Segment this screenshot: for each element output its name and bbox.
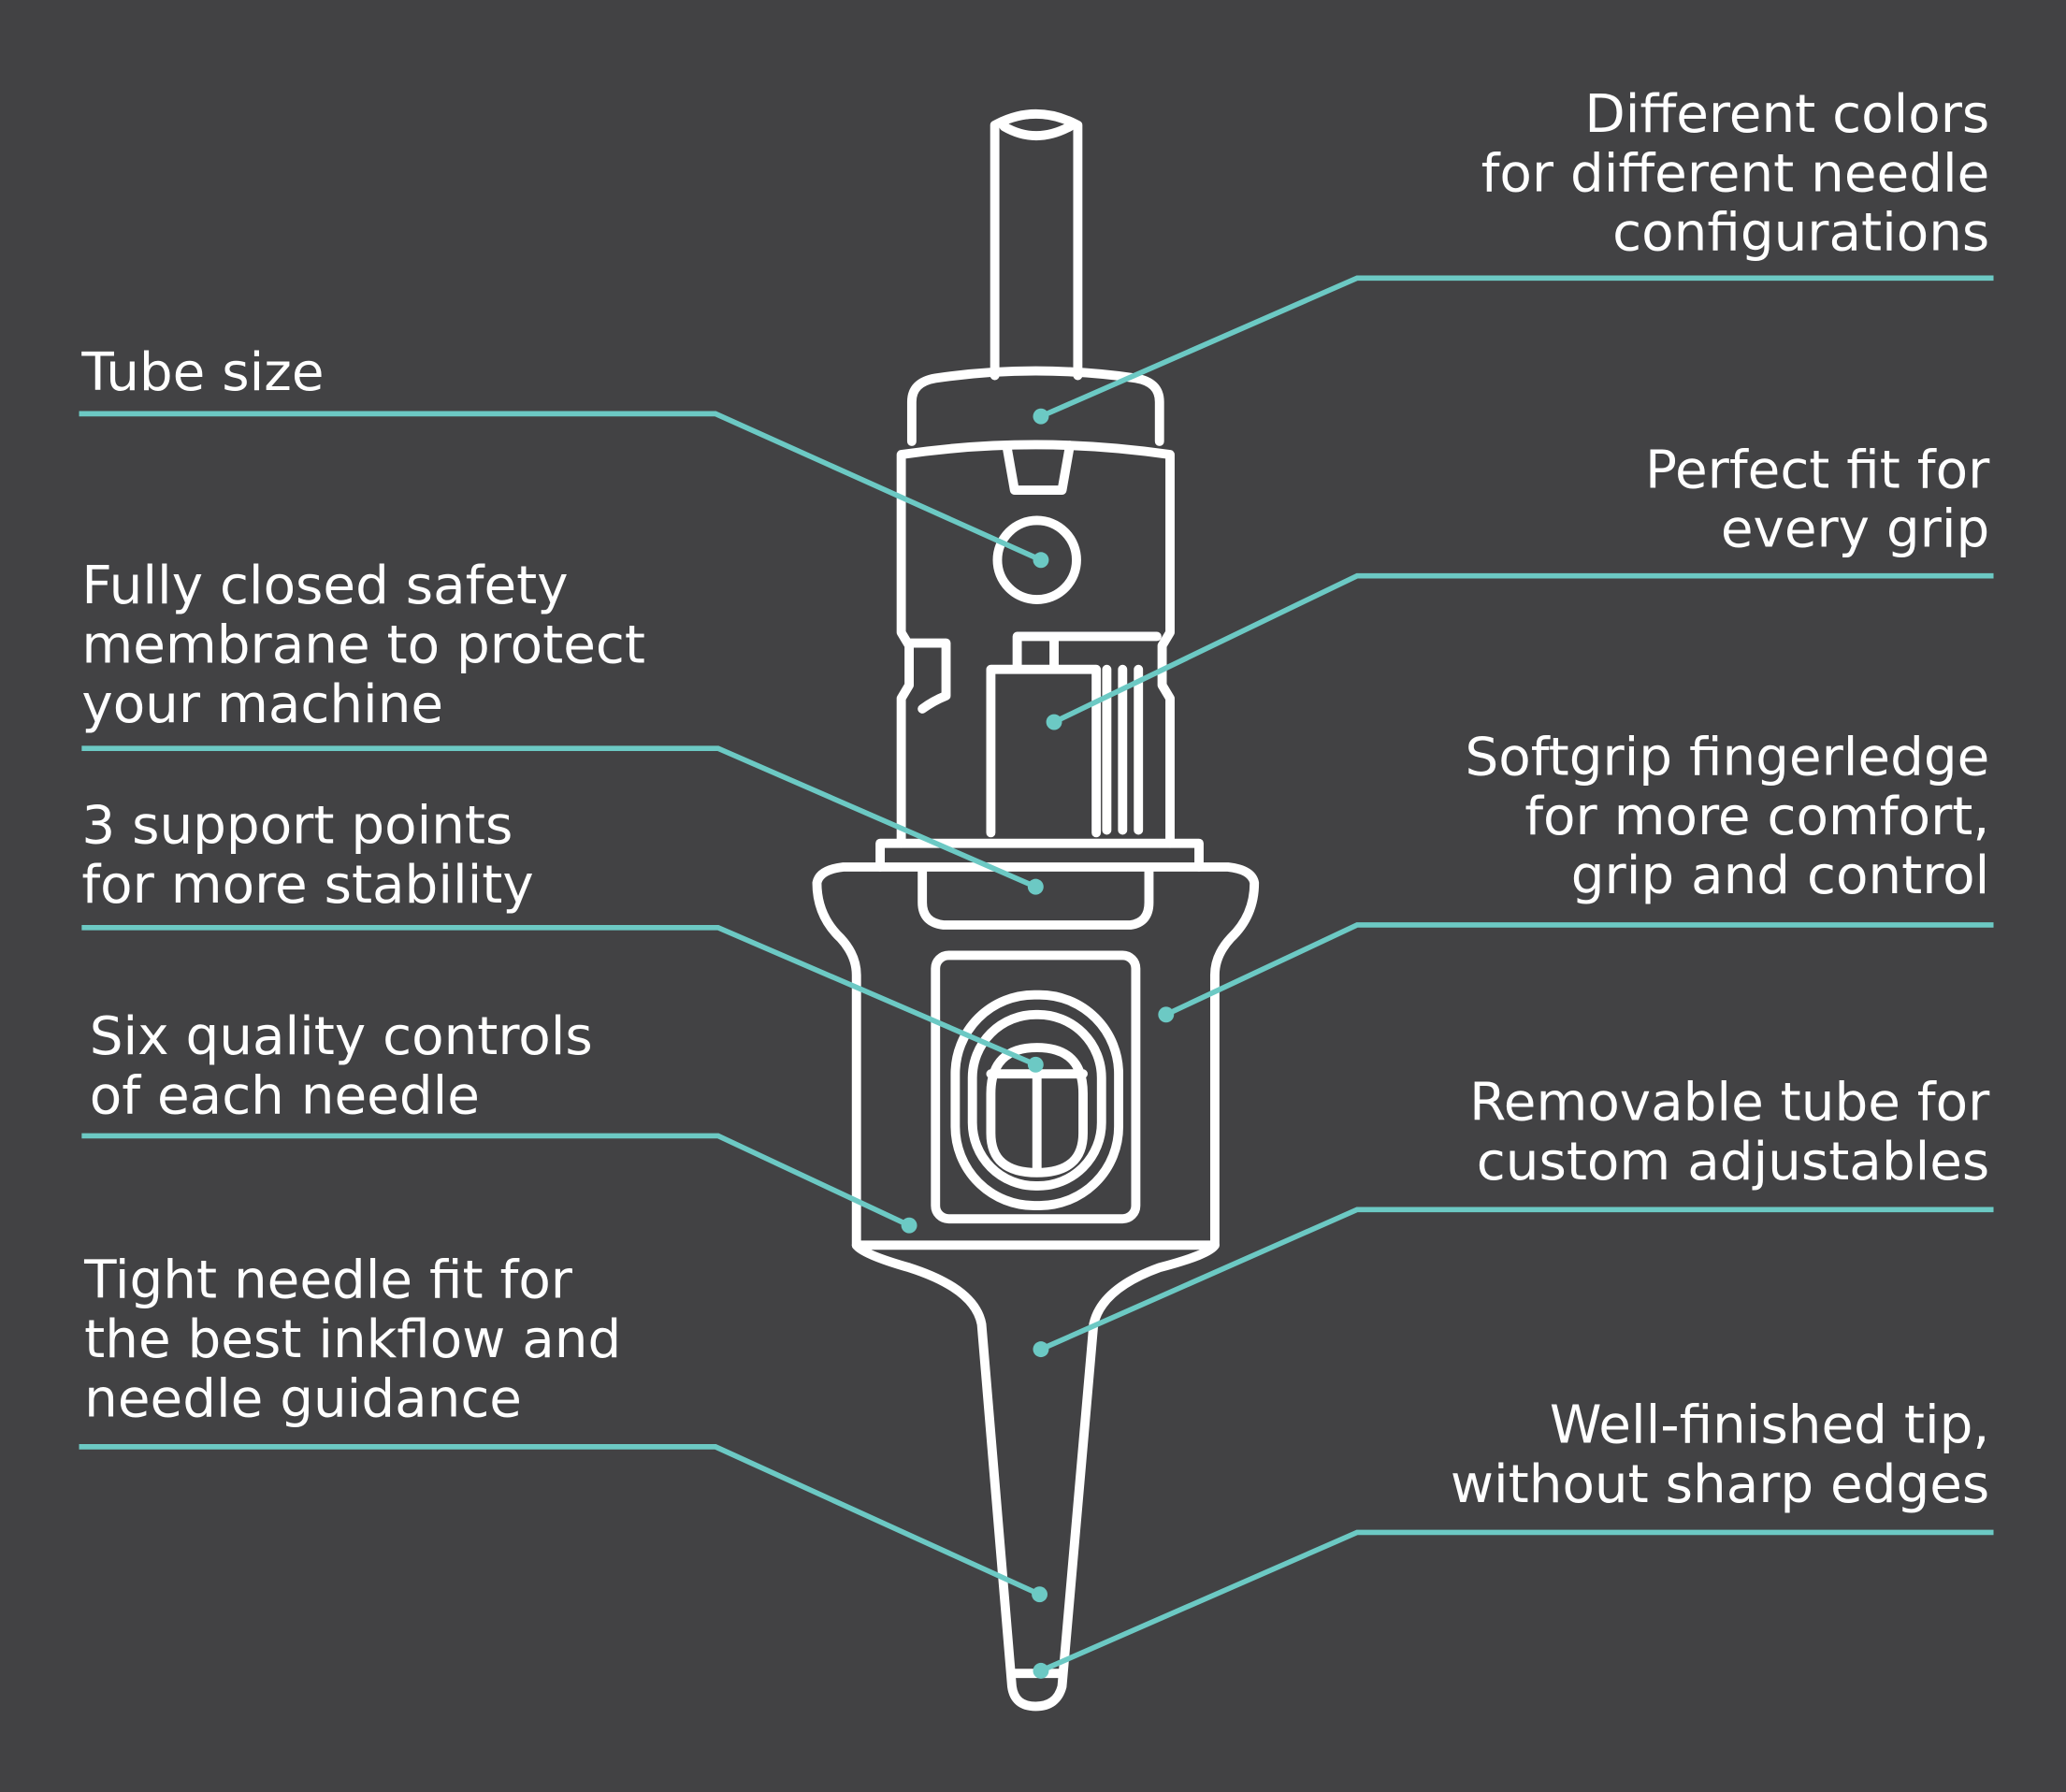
tube-opening — [999, 122, 1075, 140]
leader-dot — [901, 1217, 917, 1234]
leader-line — [1039, 1529, 1994, 1673]
label-text: grip and control — [1571, 845, 1989, 906]
logo-plate — [931, 950, 1141, 1224]
label-text: for more stability — [81, 855, 533, 916]
label-text: needle guidance — [84, 1368, 522, 1429]
leader-line — [81, 924, 1037, 1067]
label-text: Six quality controls — [90, 1006, 593, 1067]
label-text: Softgrip fingerledge — [1466, 727, 1990, 788]
label-safety-membrane: Fully closed safety membrane to protect … — [81, 556, 1044, 895]
label-text: Removable tube for — [1469, 1072, 1990, 1133]
label-text: Fully closed safety — [81, 556, 568, 616]
tube-size-ring — [992, 515, 1081, 604]
label-removable-tube: Removable tube for custom adjustables — [1033, 1072, 1994, 1358]
label-text: of each needle — [90, 1065, 480, 1126]
label-text: Perfect fit for — [1645, 440, 1990, 500]
label-support-points: 3 support points for more stability — [81, 796, 1044, 1073]
cap — [906, 366, 1164, 446]
label-text: Tight needle fit for — [83, 1250, 573, 1311]
leader-dot — [1033, 408, 1049, 425]
label-text: Well-finished tip, — [1550, 1395, 1989, 1456]
label-text: membrane to protect — [81, 615, 645, 676]
label-needle-fit: Tight needle fit for the best inkflow an… — [79, 1250, 1047, 1603]
label-text: your machine — [81, 674, 443, 735]
leader-line — [79, 411, 1043, 563]
label-softgrip: Softgrip fingerledge for more comfort, g… — [1158, 727, 1994, 1023]
label-text: 3 support points — [81, 796, 513, 857]
label-perfect-fit: Perfect fit for every grip — [1046, 440, 1994, 730]
tube — [990, 108, 1083, 381]
label-colors: Different colors for different needle co… — [1033, 84, 1994, 425]
leader-dot — [1027, 878, 1044, 895]
leader-line — [1039, 275, 1994, 419]
label-text: without sharp edges — [1451, 1454, 1989, 1515]
leader-line — [1052, 572, 1994, 725]
notch — [1002, 441, 1075, 496]
leader-dot — [1033, 1662, 1049, 1679]
body — [896, 440, 1175, 848]
membrane-window — [917, 864, 1154, 930]
clip — [904, 638, 951, 714]
leader-line — [81, 745, 1037, 889]
cone-tip — [851, 1240, 1220, 1712]
label-text: the best inkflow and — [84, 1309, 621, 1370]
leader-dot — [1158, 1006, 1175, 1023]
leader-dot — [1027, 1056, 1044, 1073]
leader-line — [1039, 1207, 1994, 1352]
leader-dot — [1033, 1341, 1049, 1358]
logo-oval-mid — [967, 1009, 1106, 1191]
fingerledge — [812, 862, 1260, 1250]
logo-t-icon — [986, 1043, 1088, 1178]
label-text: for different needle — [1481, 143, 1990, 204]
label-tube-size: Tube size — [79, 342, 1049, 569]
leader-line — [81, 1133, 911, 1228]
leader-dot — [1046, 714, 1062, 730]
flange — [875, 838, 1204, 872]
label-text: configurations — [1612, 203, 1989, 264]
inner-housing — [986, 631, 1162, 838]
label-text: every grip — [1721, 499, 1989, 560]
label-quality-controls: Six quality controls of each needle — [81, 1006, 917, 1234]
label-text: Different colors — [1584, 84, 1989, 145]
label-tip: Well-finished tip, without sharp edges — [1033, 1395, 1994, 1679]
logo-oval-outer — [950, 990, 1124, 1210]
label-text: custom adjustables — [1477, 1132, 1989, 1192]
needle-cartridge-illustration — [812, 108, 1260, 1712]
leader-dot — [1032, 1586, 1047, 1603]
leader-line — [1164, 922, 1994, 1018]
label-text: Tube size — [80, 342, 324, 403]
leader-line — [79, 1444, 1041, 1597]
leader-dot — [1033, 552, 1049, 569]
label-text: for more comfort, — [1524, 787, 1989, 847]
